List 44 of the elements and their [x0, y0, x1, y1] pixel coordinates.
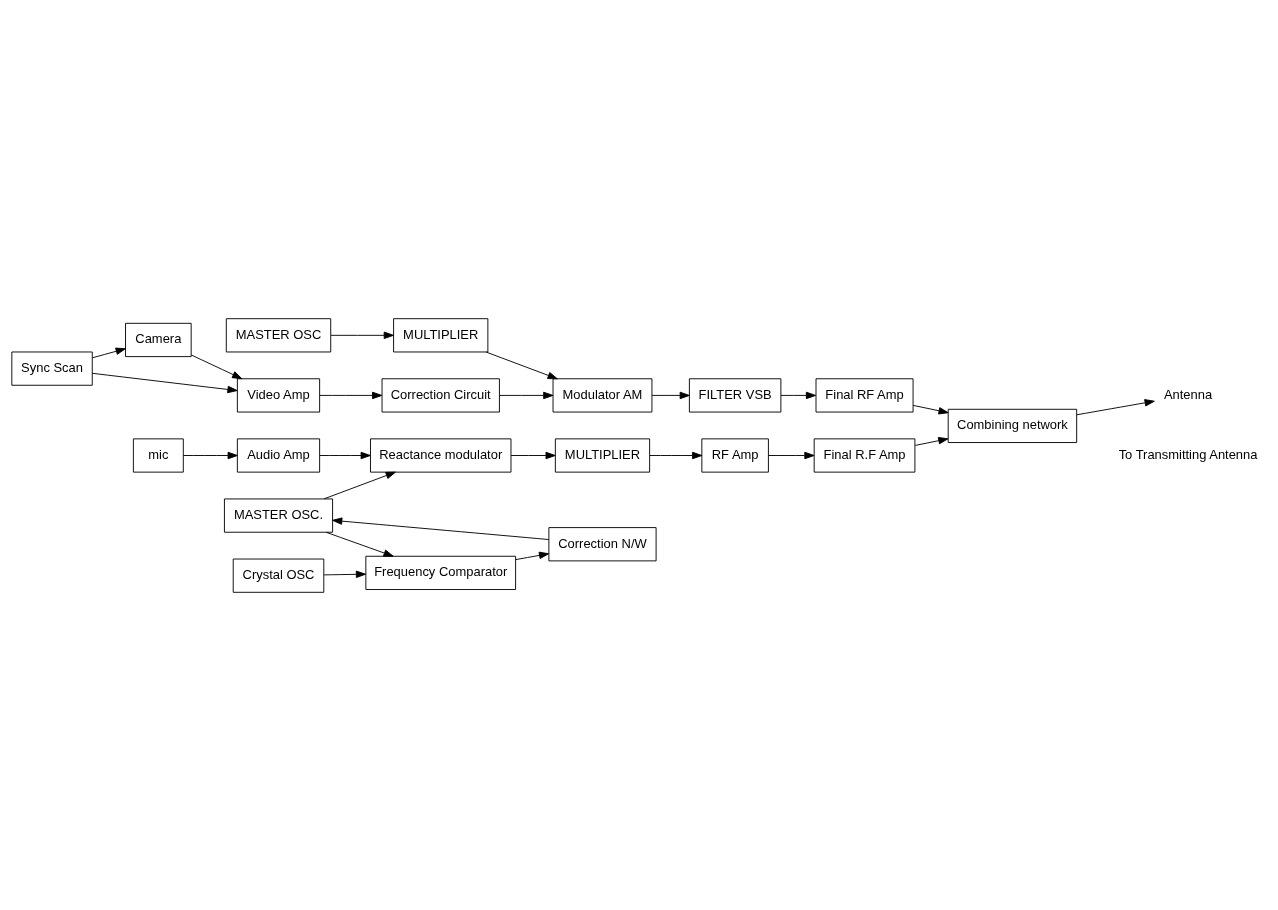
- arrow: [912, 404, 949, 414]
- node-box: Reactance modulator: [370, 437, 512, 473]
- arrow: [92, 347, 126, 358]
- label: To Transmitting Antenna: [1118, 446, 1258, 462]
- node-box: Correction Circuit: [381, 377, 500, 412]
- arrow: [499, 391, 554, 399]
- arrow: [515, 551, 550, 560]
- node-box: MASTER OSC: [225, 317, 332, 352]
- node-box: Audio Amp: [236, 437, 321, 473]
- node-box: MASTER OSC.: [223, 498, 334, 533]
- arrow: [319, 451, 371, 459]
- arrow: [485, 351, 558, 379]
- node-box: Final RF Amp: [815, 377, 914, 412]
- arrow: [768, 451, 815, 459]
- arrow: [914, 436, 949, 446]
- node-box: Camera: [125, 322, 192, 357]
- node-box: Frequency Comparator: [365, 555, 517, 590]
- arrow: [330, 331, 394, 339]
- arrow: [332, 516, 550, 540]
- node-box: Modulator AM: [552, 377, 653, 412]
- node-box: MULTIPLIER: [393, 317, 489, 352]
- node-box: Sync Scan: [11, 351, 93, 386]
- node-box: Final R.F Amp: [813, 437, 916, 473]
- arrow: [651, 391, 690, 399]
- arrow: [323, 570, 367, 578]
- node-box: Video Amp: [236, 377, 321, 412]
- arrow: [190, 354, 243, 379]
- arrow: [183, 451, 238, 459]
- arrow: [649, 451, 703, 459]
- node-box: Correction N/W: [548, 526, 657, 561]
- node-box: RF Amp: [701, 437, 769, 473]
- node-box: FILTER VSB: [688, 377, 782, 412]
- node-box: mic: [132, 437, 184, 473]
- node-box: Crystal OSC: [232, 558, 325, 593]
- node-box: Combining network: [947, 408, 1078, 443]
- node-text: Antenna: [1163, 386, 1213, 402]
- arrow: [323, 471, 396, 499]
- arrow: [780, 391, 817, 399]
- arrow: [510, 451, 556, 459]
- arrow: [1076, 398, 1155, 415]
- arrow: [319, 391, 383, 399]
- arrow: [91, 372, 238, 393]
- node-box: MULTIPLIER: [554, 437, 651, 473]
- arrow: [325, 531, 394, 557]
